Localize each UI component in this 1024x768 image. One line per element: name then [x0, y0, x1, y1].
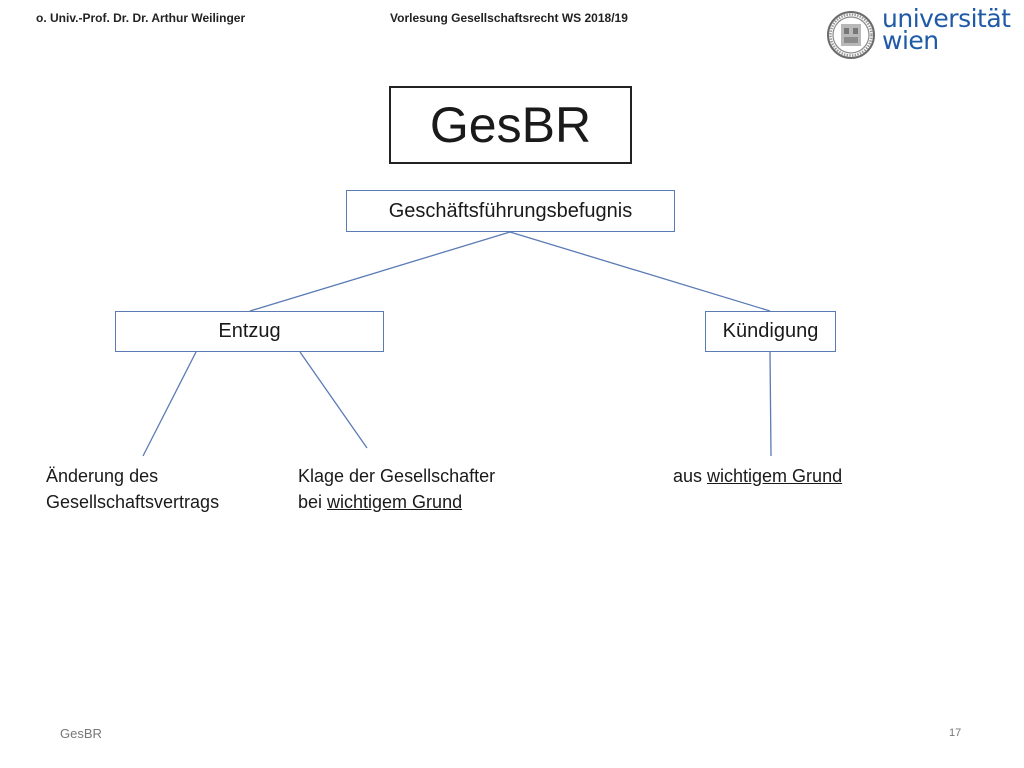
- logo-wordmark: universität wien: [882, 4, 1011, 55]
- footer-label: GesBR: [60, 726, 102, 741]
- logo-line-2: wien: [882, 26, 939, 55]
- leaf-text: bei: [298, 492, 328, 512]
- leaf-klage-gesellschafter: Klage der Gesellschafter bei wichtigem G…: [298, 463, 495, 515]
- leaf-line: bei wichtigem Grund: [298, 489, 495, 515]
- node-kuendigung: Kündigung: [705, 311, 836, 352]
- university-seal-icon: [827, 11, 875, 59]
- page-number: 17: [949, 727, 962, 739]
- node-entzug: Entzug: [115, 311, 384, 352]
- connector-kuendigung-leaf: [769, 351, 772, 457]
- connector-entzug-leaf-1: [142, 351, 197, 457]
- page-title: GesBR: [389, 86, 632, 164]
- leaf-aus-wichtigem-grund: aus wichtigem Grund: [673, 463, 842, 489]
- connector-entzug-leaf-2: [299, 351, 368, 449]
- header-author: o. Univ.-Prof. Dr. Dr. Arthur Weilinger: [36, 11, 246, 25]
- leaf-line: Änderung des: [46, 466, 159, 486]
- leaf-underlined-text: wichtigem Grund: [707, 466, 843, 486]
- logo-line-1: universität: [882, 4, 1011, 33]
- leaf-line: Gesellschaftsvertrags: [46, 492, 220, 512]
- connector-root-entzug: [249, 231, 511, 312]
- leaf-underlined-text: wichtigem Grund: [327, 492, 463, 512]
- leaf-line: aus wichtigem Grund: [673, 463, 842, 489]
- leaf-text: aus: [673, 466, 708, 486]
- connector-root-kuendigung: [509, 231, 771, 312]
- leaf-aenderung-gesellschaftsvertrag: Änderung des Gesellschaftsvertrags: [46, 463, 219, 515]
- leaf-line: Klage der Gesellschafter: [298, 466, 496, 486]
- university-logo: universität wien: [826, 4, 1016, 68]
- header-lecture-title: Vorlesung Gesellschaftsrecht WS 2018/19: [390, 11, 628, 25]
- node-geschaeftsfuehrungsbefugnis: Geschäftsführungsbefugnis: [346, 190, 675, 232]
